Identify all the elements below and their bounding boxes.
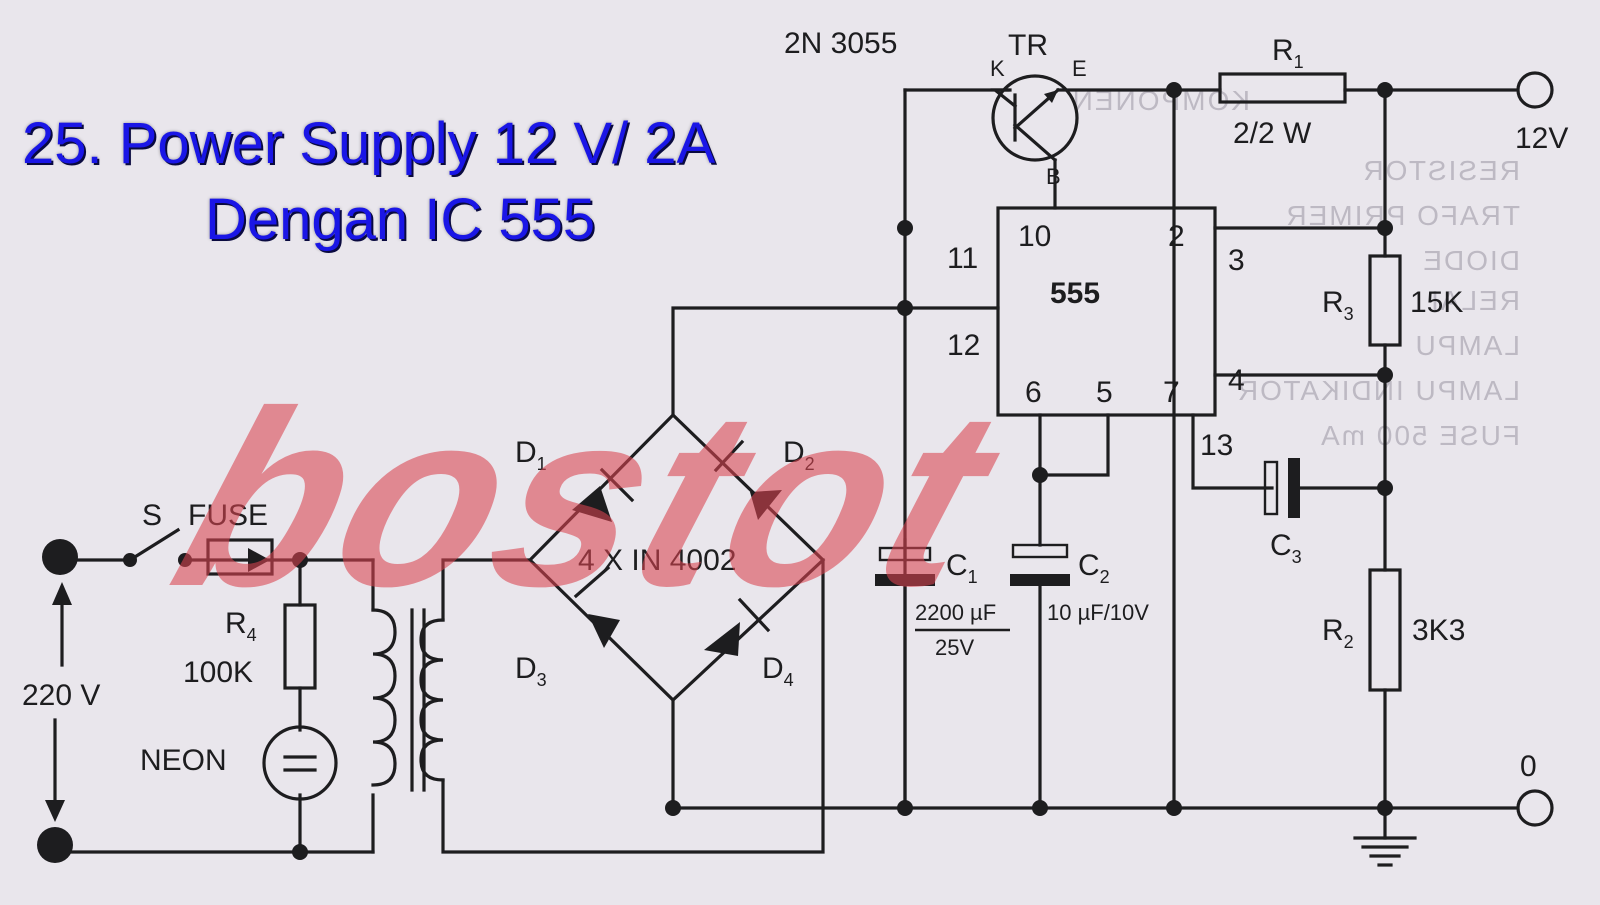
output-positive-label: 12V <box>1515 122 1568 155</box>
ic-label: 555 <box>1050 277 1100 310</box>
watermark-text: bostot <box>148 360 1033 639</box>
transistor-name-label: TR <box>1008 29 1048 62</box>
title-line-1: 25. Power Supply 12 V/ 2A <box>22 111 716 176</box>
resistor-r1 <box>1218 72 1347 104</box>
labels: 2N 3055 TR K E B R1 2/2 W 12V 0 555 10 2… <box>22 27 1568 783</box>
ic-pin-5: 5 <box>1096 376 1113 409</box>
bridge-note-label: 4 X IN 4002 <box>578 544 736 577</box>
ic-pin-6: 6 <box>1025 376 1042 409</box>
fuse-symbol <box>206 538 274 576</box>
c3-name-label: C3 <box>1270 529 1302 567</box>
r3-name-label: R3 <box>1322 286 1354 324</box>
mains-input-terminals <box>37 539 78 863</box>
output-terminal-negative <box>1516 789 1554 827</box>
ic-pin-7: 7 <box>1163 376 1180 409</box>
ground-icon <box>1353 836 1417 867</box>
c1-value-bottom-label: 25V <box>935 635 974 660</box>
transformer <box>371 608 445 792</box>
input-voltage-label: 220 V <box>22 679 100 712</box>
transistor-tr-symbol <box>990 74 1079 163</box>
bleed-through-text: KOMPONEN RESISTOR TRAFO PRIMER DIODE REL… <box>1071 85 1520 451</box>
r4-name-label: R4 <box>225 607 257 645</box>
switch-s <box>123 527 192 567</box>
ic-pin-11: 11 <box>947 242 978 275</box>
ic-pin-12: 12 <box>947 329 980 362</box>
switch-label: S <box>142 499 162 532</box>
c1-name-label: C1 <box>946 549 978 587</box>
svg-text:RESISTOR: RESISTOR <box>1361 155 1520 186</box>
ic-pin-4: 4 <box>1228 364 1245 397</box>
diode-bridge <box>527 412 826 703</box>
transistor-pin-e-label: E <box>1072 56 1087 81</box>
capacitor-c1 <box>875 538 935 586</box>
ic-pin-10: 10 <box>1018 220 1051 253</box>
c2-name-label: C2 <box>1078 549 1110 587</box>
r4-value-label: 100K <box>183 656 253 689</box>
junction-dots <box>292 82 1393 860</box>
c2-value-label: 10 µF/10V <box>1047 600 1149 625</box>
r2-name-label: R2 <box>1322 614 1354 652</box>
neon-lamp <box>262 725 338 801</box>
capacitor-c3 <box>1263 458 1300 518</box>
ic-pin-3: 3 <box>1228 244 1245 277</box>
resistor-r3 <box>1368 254 1402 347</box>
d4-label: D4 <box>762 652 794 690</box>
ic-pin-13: 13 <box>1200 429 1233 462</box>
transistor-pin-b-label: B <box>1046 164 1061 189</box>
transistor-part-label: 2N 3055 <box>784 27 897 60</box>
r1-name-label: R1 <box>1272 34 1304 72</box>
svg-text:FUSE 500 mA: FUSE 500 mA <box>1319 420 1520 451</box>
svg-text:LAMPU INDIKATOR: LAMPU INDIKATOR <box>1236 375 1520 406</box>
svg-text:DIODE: DIODE <box>1421 245 1520 276</box>
capacitor-c2 <box>1010 543 1070 586</box>
svg-text:TRAFO PRIMER: TRAFO PRIMER <box>1284 200 1520 231</box>
resistor-r4 <box>283 603 317 690</box>
ic-555-body <box>996 206 1217 417</box>
output-negative-label: 0 <box>1520 750 1537 783</box>
svg-text:LAMPU: LAMPU <box>1414 330 1520 361</box>
r2-value-label: 3K3 <box>1412 614 1465 647</box>
output-terminal-positive <box>1516 71 1554 109</box>
fuse-label: FUSE <box>188 499 268 532</box>
d3-label: D3 <box>515 652 547 690</box>
d1-label: D1 <box>515 436 547 474</box>
neon-label: NEON <box>140 744 227 777</box>
transistor-pin-k-label: K <box>990 56 1005 81</box>
r3-value-label: 15K <box>1410 286 1463 319</box>
svg-text:RELAI: RELAI <box>1429 285 1520 316</box>
c1-value-top-label: 2200 µF <box>915 600 996 625</box>
resistor-r2 <box>1368 568 1402 692</box>
d2-label: D2 <box>783 436 815 474</box>
r1-value-label: 2/2 W <box>1233 117 1312 150</box>
ic-pin-2: 2 <box>1168 220 1185 253</box>
title-line-2: Dengan IC 555 <box>205 187 596 252</box>
